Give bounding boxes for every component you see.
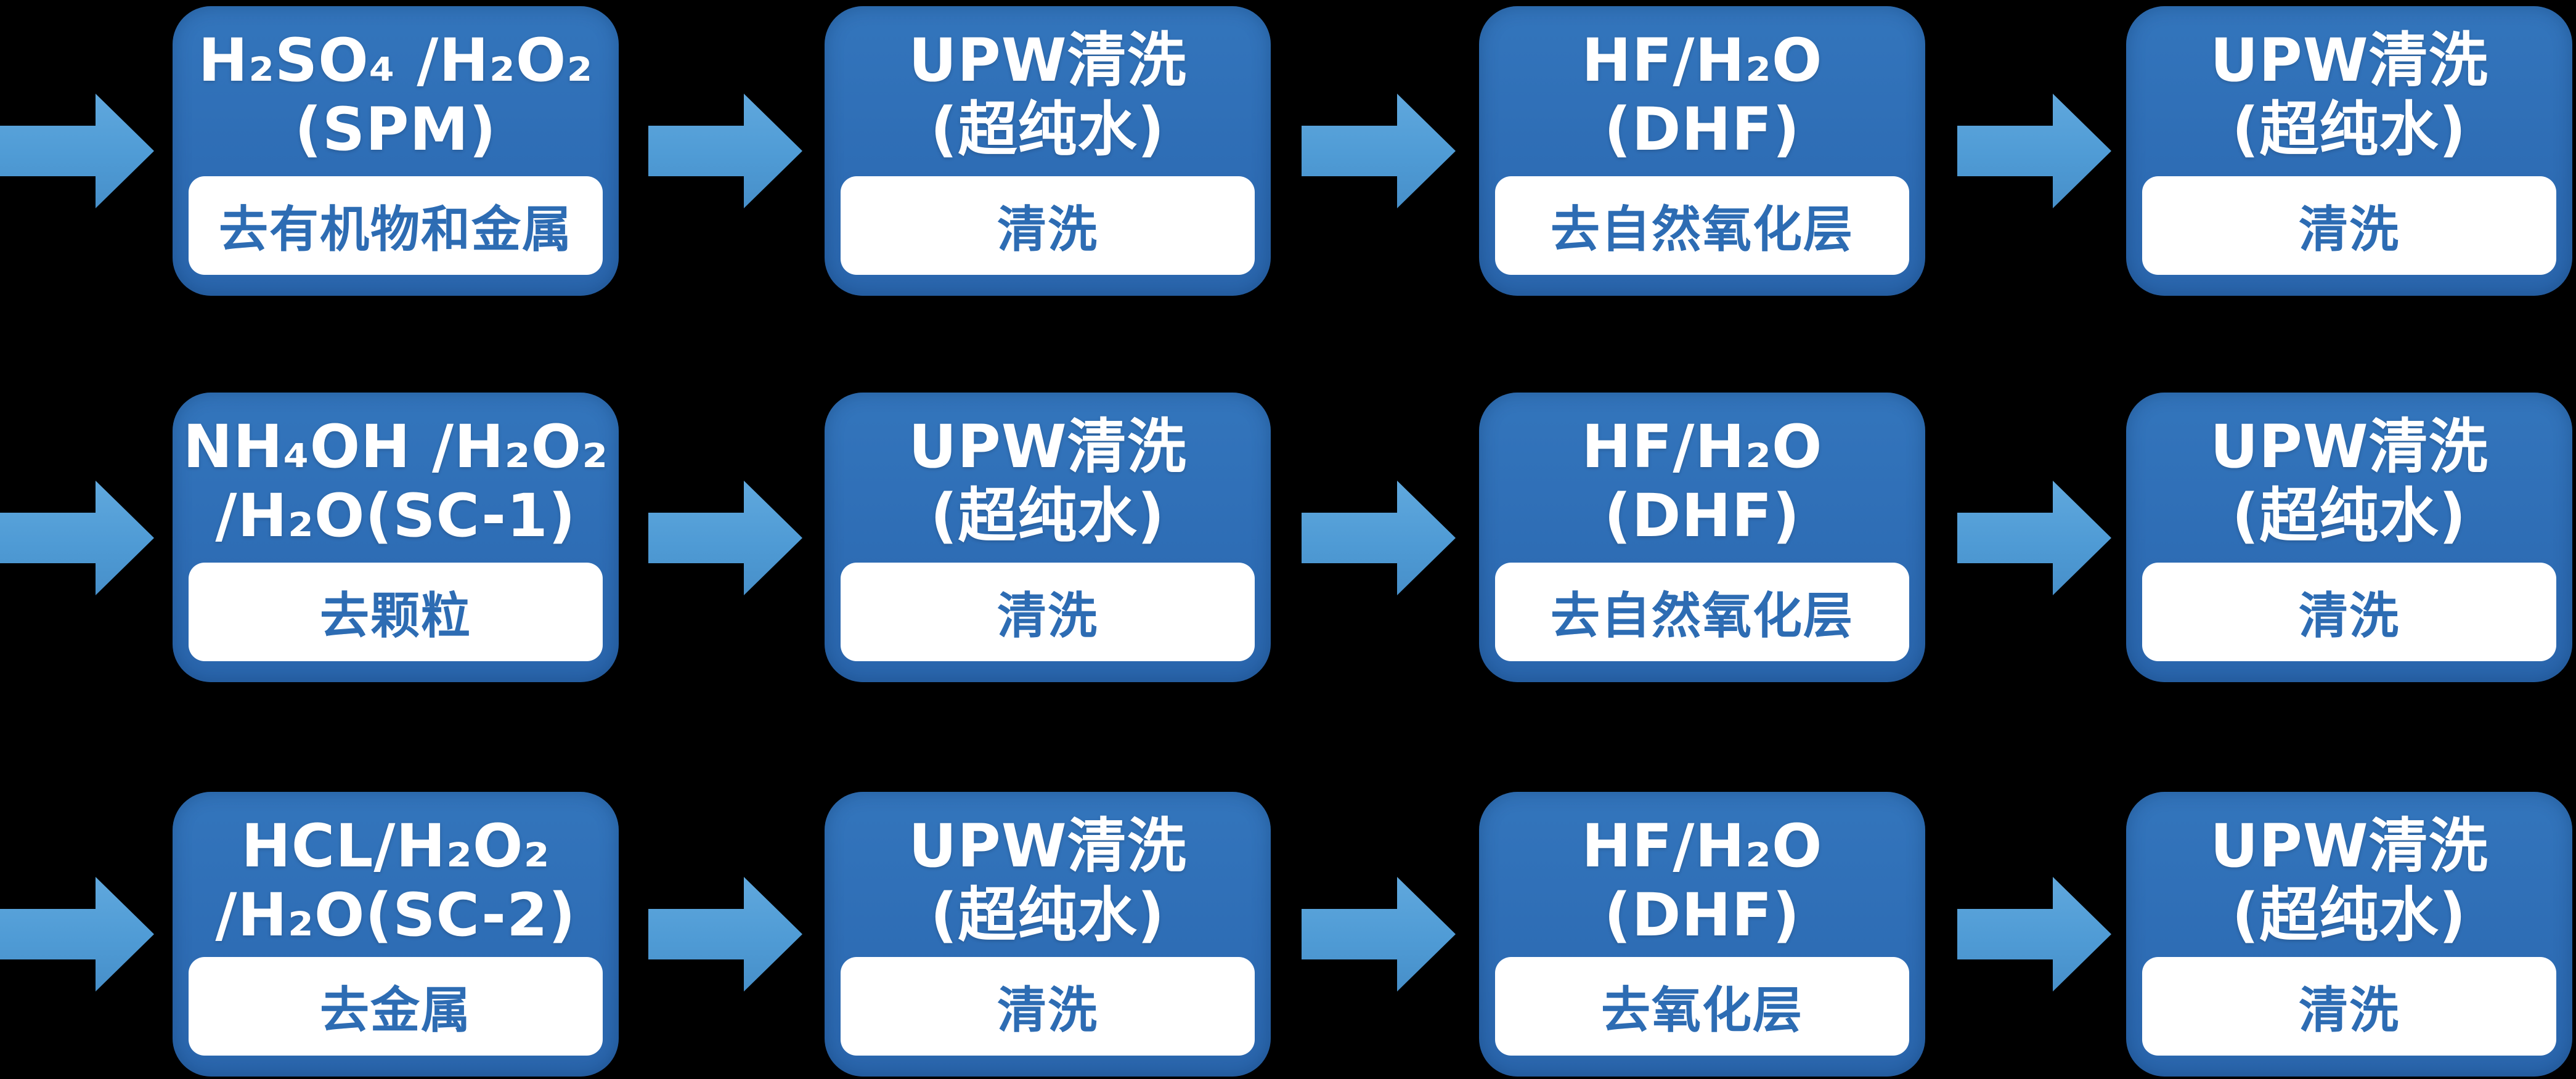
- process-title-line1: HF/H₂O: [1581, 412, 1823, 481]
- process-title-line2: (超纯水): [2232, 881, 2467, 950]
- process-box: UPW清洗 (超纯水) 清洗: [825, 792, 1271, 1077]
- process-title-line2: /H₂O(SC-2): [215, 881, 576, 950]
- process-box-title: HF/H₂O (DHF): [1479, 6, 1925, 164]
- process-box-title: UPW清洗 (超纯水): [2126, 393, 2572, 550]
- process-box-title: HF/H₂O (DHF): [1479, 792, 1925, 950]
- process-box: UPW清洗 (超纯水) 清洗: [2126, 792, 2572, 1077]
- process-box-title: UPW清洗 (超纯水): [2126, 6, 2572, 164]
- process-title-line2: /H₂O(SC-1): [215, 481, 576, 550]
- process-title-line1: HCL/H₂O₂: [241, 812, 550, 881]
- process-box: UPW清洗 (超纯水) 清洗: [825, 6, 1271, 296]
- process-title-line2: (超纯水): [2232, 95, 2467, 164]
- process-title-line1: HF/H₂O: [1581, 26, 1823, 95]
- process-box: HF/H₂O (DHF) 去自然氧化层: [1479, 393, 1925, 682]
- action-label-text: 清洗: [997, 587, 1098, 645]
- process-box: H₂SO₄ /H₂O₂ (SPM) 去有机物和金属: [173, 6, 619, 296]
- process-box: HF/H₂O (DHF) 去自然氧化层: [1479, 6, 1925, 296]
- action-label-text: 去自然氧化层: [1551, 587, 1854, 645]
- action-label: 去自然氧化层: [1495, 563, 1909, 661]
- flow-arrow-icon: [648, 94, 802, 208]
- flow-arrow-icon: [1957, 481, 2111, 595]
- action-label: 去自然氧化层: [1495, 176, 1909, 275]
- action-label: 去有机物和金属: [189, 176, 603, 275]
- action-label-text: 去自然氧化层: [1551, 201, 1854, 258]
- action-label: 清洗: [841, 957, 1255, 1056]
- process-title-line2: (SPM): [295, 95, 497, 164]
- action-label-text: 去颗粒: [320, 587, 471, 645]
- flow-arrow-icon: [1302, 481, 1456, 595]
- process-box-title: NH₄OH /H₂O₂ /H₂O(SC-1): [173, 393, 619, 550]
- process-box: UPW清洗 (超纯水) 清洗: [825, 393, 1271, 682]
- action-label-text: 清洗: [997, 201, 1098, 258]
- process-title-line2: (超纯水): [2232, 481, 2467, 550]
- flow-arrow-icon: [1957, 877, 2111, 991]
- action-label: 清洗: [841, 176, 1255, 275]
- flow-arrow-icon: [1302, 877, 1456, 991]
- action-label: 清洗: [841, 563, 1255, 661]
- action-label-text: 清洗: [2299, 982, 2400, 1039]
- process-title-line1: HF/H₂O: [1581, 812, 1823, 881]
- process-box-title: HCL/H₂O₂ /H₂O(SC-2): [173, 792, 619, 950]
- flow-arrow-icon: [0, 94, 154, 208]
- process-title-line1: UPW清洗: [2210, 26, 2488, 95]
- process-title-line1: UPW清洗: [908, 412, 1187, 481]
- process-box-title: H₂SO₄ /H₂O₂ (SPM): [173, 6, 619, 164]
- flow-arrow-icon: [648, 877, 802, 991]
- process-title-line2: (超纯水): [930, 95, 1165, 164]
- process-box: HCL/H₂O₂ /H₂O(SC-2) 去金属: [173, 792, 619, 1077]
- action-label-text: 去金属: [320, 982, 471, 1039]
- action-label: 清洗: [2142, 563, 2556, 661]
- action-label-text: 去有机物和金属: [219, 201, 573, 258]
- process-box-title: UPW清洗 (超纯水): [825, 393, 1271, 550]
- action-label-text: 清洗: [997, 982, 1098, 1039]
- process-box-title: UPW清洗 (超纯水): [825, 792, 1271, 950]
- process-title-line1: H₂SO₄ /H₂O₂: [198, 26, 593, 95]
- process-title-line2: (DHF): [1604, 481, 1801, 550]
- flow-arrow-icon: [0, 481, 154, 595]
- process-box-title: UPW清洗 (超纯水): [825, 6, 1271, 164]
- process-box: UPW清洗 (超纯水) 清洗: [2126, 393, 2572, 682]
- action-label-text: 去氧化层: [1601, 982, 1803, 1039]
- action-label: 清洗: [2142, 176, 2556, 275]
- action-label-text: 清洗: [2299, 201, 2400, 258]
- process-box: UPW清洗 (超纯水) 清洗: [2126, 6, 2572, 296]
- action-label-text: 清洗: [2299, 587, 2400, 645]
- process-box-title: UPW清洗 (超纯水): [2126, 792, 2572, 950]
- flow-arrow-icon: [1957, 94, 2111, 208]
- action-label: 去颗粒: [189, 563, 603, 661]
- process-box: HF/H₂O (DHF) 去氧化层: [1479, 792, 1925, 1077]
- flow-arrow-icon: [1302, 94, 1456, 208]
- process-title-line1: UPW清洗: [908, 812, 1187, 881]
- action-label: 清洗: [2142, 957, 2556, 1056]
- process-title-line1: UPW清洗: [2210, 412, 2488, 481]
- action-label: 去金属: [189, 957, 603, 1056]
- process-title-line2: (DHF): [1604, 881, 1801, 950]
- process-box-title: HF/H₂O (DHF): [1479, 393, 1925, 550]
- process-box: NH₄OH /H₂O₂ /H₂O(SC-1) 去颗粒: [173, 393, 619, 682]
- process-title-line2: (超纯水): [930, 481, 1165, 550]
- flow-arrow-icon: [0, 877, 154, 991]
- process-title-line1: NH₄OH /H₂O₂: [182, 412, 609, 481]
- action-label: 去氧化层: [1495, 957, 1909, 1056]
- process-title-line1: UPW清洗: [908, 26, 1187, 95]
- flow-arrow-icon: [648, 481, 802, 595]
- process-title-line1: UPW清洗: [2210, 812, 2488, 881]
- process-title-line2: (DHF): [1604, 95, 1801, 164]
- process-title-line2: (超纯水): [930, 881, 1165, 950]
